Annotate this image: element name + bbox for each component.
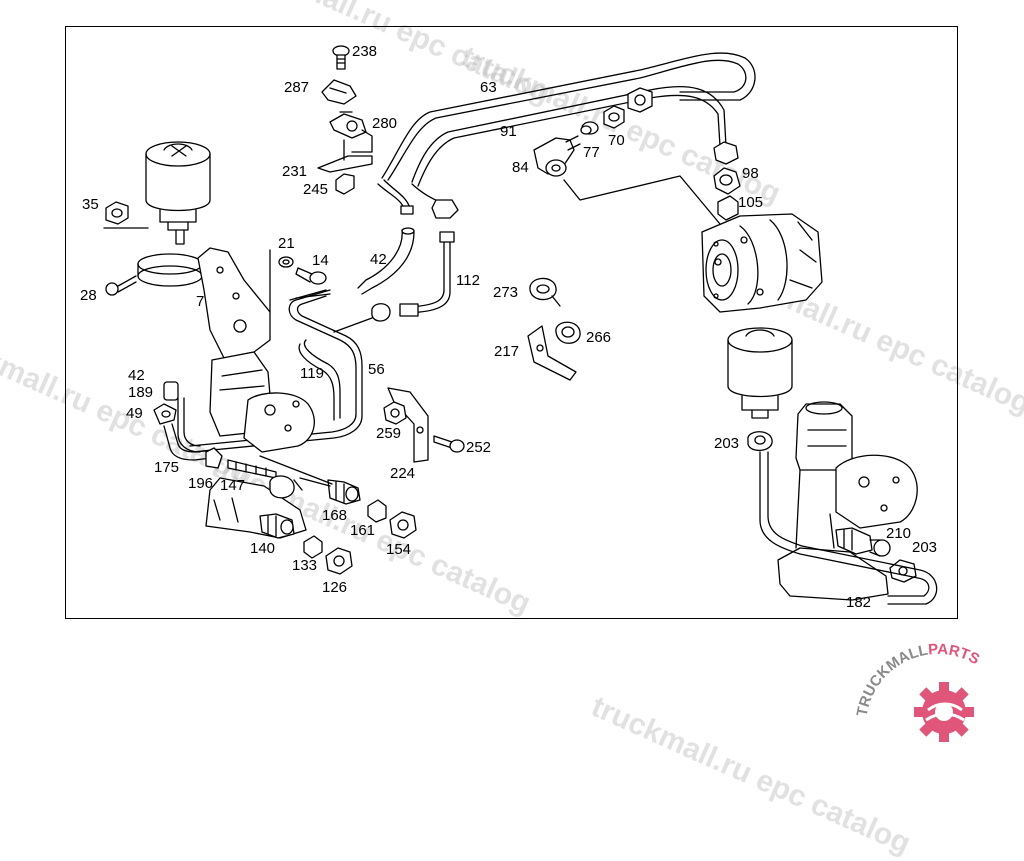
- hose-42: [357, 227, 415, 295]
- pressure-line-63: [377, 52, 756, 215]
- clamp-203-lower: [889, 559, 917, 583]
- callout-168: 168: [322, 507, 347, 524]
- screw-238: [332, 45, 350, 70]
- callout-7: 7: [196, 293, 204, 310]
- line-56: [189, 289, 363, 453]
- callout-21: 21: [278, 235, 295, 252]
- nut-245: [335, 173, 355, 195]
- callout-189: 189: [128, 384, 153, 401]
- nut-35: [105, 201, 129, 225]
- callout-203-upper: 203: [714, 435, 739, 452]
- nut-70: [603, 87, 653, 129]
- callout-14: 14: [312, 252, 329, 269]
- callout-196: 196: [188, 475, 213, 492]
- callout-266: 266: [586, 329, 611, 346]
- nut-259: [383, 401, 407, 425]
- callout-238: 238: [352, 43, 377, 60]
- clamp-203: [747, 431, 773, 451]
- bracket-7: [137, 247, 271, 359]
- callout-140: 140: [250, 540, 275, 557]
- callout-28: 28: [80, 287, 97, 304]
- screw-252: [433, 435, 465, 453]
- callout-84: 84: [512, 159, 529, 176]
- callout-280: 280: [372, 115, 397, 132]
- line-119: [298, 339, 341, 421]
- fitting-210: [835, 527, 891, 557]
- callout-210: 210: [886, 525, 911, 542]
- diagram-frame: [65, 26, 958, 619]
- fitting-140: [259, 513, 295, 539]
- callout-224: 224: [390, 465, 415, 482]
- callout-77: 77: [583, 144, 600, 161]
- callout-126: 126: [322, 579, 347, 596]
- parts-diagram: 238 287 280 231 245 63 91 77 70 84 98 10…: [80, 43, 1010, 742]
- clip-287: [321, 79, 357, 105]
- callout-70: 70: [608, 132, 625, 149]
- fitting-168: [259, 455, 361, 505]
- bracket-217: [527, 325, 577, 381]
- callout-119: 119: [300, 365, 324, 382]
- callout-161: 161: [350, 522, 375, 539]
- screw-28: [105, 275, 137, 296]
- callout-49: 49: [126, 405, 143, 422]
- hose-175: [163, 423, 223, 469]
- screw-14: [295, 267, 327, 285]
- sleeve-189: [163, 381, 201, 453]
- washer-21: [278, 256, 294, 268]
- seal-105: [717, 195, 739, 221]
- clamp-266: [555, 321, 581, 344]
- callout-203-lower: 203: [912, 539, 937, 556]
- callout-154: 154: [386, 541, 411, 558]
- callout-105: 105: [738, 194, 763, 211]
- bracket-231: [317, 155, 373, 173]
- hose-182: [759, 451, 938, 605]
- callout-56: 56: [368, 361, 385, 378]
- logo-text-parts: PARTS: [928, 641, 983, 668]
- callout-245: 245: [303, 181, 328, 198]
- nut-98: [713, 141, 741, 195]
- callout-182: 182: [846, 594, 871, 611]
- callout-42-lower: 42: [128, 367, 145, 384]
- callout-273: 273: [493, 284, 518, 301]
- callout-labels: 238 287 280 231 245 63 91 77 70 84 98 10…: [80, 43, 937, 611]
- gear-icon: [914, 682, 974, 742]
- logo-text-truckmall: TRUCKMALL: [854, 642, 929, 718]
- steering-pump: [701, 213, 823, 313]
- callout-217: 217: [494, 343, 519, 360]
- callout-35: 35: [82, 196, 99, 213]
- callout-63: 63: [480, 79, 497, 96]
- seal-161: [367, 499, 387, 523]
- callout-112: 112: [456, 272, 480, 289]
- callout-133: 133: [292, 557, 317, 574]
- callout-287: 287: [284, 79, 309, 96]
- callout-42-upper: 42: [370, 251, 387, 268]
- callout-147: 147: [220, 477, 245, 494]
- seal-133: [303, 535, 323, 559]
- fitting-77: [580, 121, 599, 135]
- banjo-fitting-84: [533, 135, 721, 225]
- nut-126: [325, 547, 353, 575]
- truckmall-logo[interactable]: TRUCKMALLPARTS: [854, 641, 1010, 742]
- callout-252: 252: [466, 439, 491, 456]
- nut-154: [389, 511, 417, 539]
- clamp-49: [153, 403, 177, 425]
- bolt-147: [227, 459, 303, 499]
- steering-gear-left: [205, 351, 315, 539]
- callout-98: 98: [742, 165, 759, 182]
- clamp-273: [529, 277, 561, 307]
- callout-91: 91: [500, 123, 517, 140]
- fluid-reservoir-right: [727, 327, 793, 419]
- callout-175: 175: [154, 459, 179, 476]
- line-112: [289, 231, 455, 333]
- fluid-reservoir-left: [103, 141, 211, 245]
- callout-259: 259: [376, 425, 401, 442]
- clamp-280: [329, 113, 373, 153]
- callout-231: 231: [282, 163, 307, 180]
